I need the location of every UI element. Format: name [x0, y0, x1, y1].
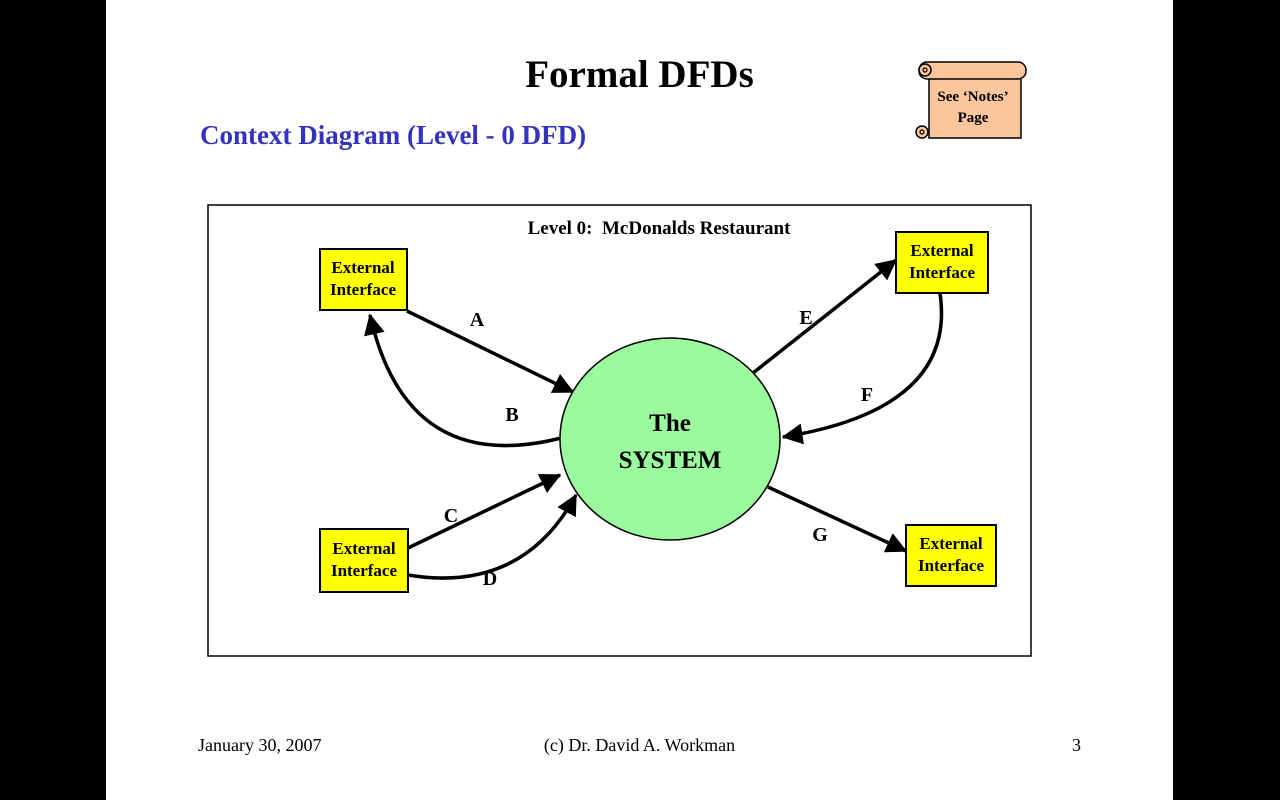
external-box-top-left-line2: Interface: [330, 280, 397, 299]
context-diagram: Level 0: McDonalds Restaurant The SYSTEM…: [207, 204, 1032, 657]
flow-arrow-a: [406, 309, 575, 394]
flow-label-b: B: [505, 404, 518, 426]
notes-scroll-icon: See ‘Notes’ Page: [911, 57, 1031, 145]
footer-copyright: (c) Dr. David A. Workman: [543, 735, 736, 755]
flow-label-e: E: [799, 307, 812, 329]
external-box-top-right-rect: [895, 231, 989, 294]
slide-subtitle: Context Diagram (Level - 0 DFD): [200, 120, 587, 150]
footer-date: January 30, 2007: [198, 735, 322, 755]
notes-flag-line2: Page: [958, 110, 989, 126]
scroll-body: [928, 69, 1022, 139]
flow-arrow-f: [781, 292, 944, 445]
flow-label-f: F: [861, 384, 873, 406]
flow-label-c: C: [444, 505, 458, 527]
external-box-top-right-line2: Interface: [909, 263, 976, 282]
slide: Formal DFDs See ‘Notes’ Page Context Dia…: [106, 0, 1173, 800]
external-box-bottom-right: External Interface: [905, 524, 997, 587]
diagram-frame: [207, 204, 1032, 657]
flow-arrow-b: [364, 313, 566, 448]
external-box-top-left: External Interface: [319, 248, 408, 311]
external-box-top-right: External Interface: [895, 231, 989, 294]
scroll-top-roll: [918, 61, 1027, 80]
flow-label-d: D: [483, 568, 497, 590]
external-box-bottom-right-line2: Interface: [918, 556, 985, 575]
notes-scroll-shape: See ‘Notes’ Page: [915, 61, 1027, 139]
external-box-top-right-line1: External: [910, 241, 974, 260]
diagram-canvas: Level 0: McDonalds Restaurant The SYSTEM…: [207, 204, 1032, 657]
external-box-top-left-rect: [319, 248, 408, 311]
page-number: 3: [1072, 735, 1081, 755]
external-box-bottom-left-rect: [319, 528, 409, 593]
process-label-line1: The: [649, 410, 691, 437]
flow-arrow-e: [751, 258, 898, 375]
flow-label-a: A: [470, 309, 485, 331]
scroll-top-curl-center: [922, 67, 928, 73]
process-circle: [559, 337, 781, 541]
flow-arrow-c: [407, 473, 562, 550]
flow-arrow-g: [767, 485, 908, 553]
notes-flag-line1: See ‘Notes’: [937, 89, 1008, 105]
scroll-bottom-curl: [915, 125, 929, 139]
diagram-title: Level 0: McDonalds Restaurant: [528, 218, 791, 239]
scroll-top-curl: [918, 63, 932, 77]
flow-arrow-d: [407, 493, 578, 580]
external-box-bottom-left-line2: Interface: [331, 561, 398, 580]
external-box-bottom-left-line1: External: [332, 539, 396, 558]
page-title: Formal DFDs: [525, 53, 754, 96]
external-box-bottom-right-line1: External: [919, 534, 983, 553]
scroll-bottom-curl-center: [919, 129, 925, 135]
external-box-bottom-right-rect: [905, 524, 997, 587]
external-box-top-left-line1: External: [331, 258, 395, 277]
flow-label-g: G: [812, 524, 828, 546]
external-box-bottom-left: External Interface: [319, 528, 409, 593]
process-label-line2: SYSTEM: [619, 447, 722, 474]
